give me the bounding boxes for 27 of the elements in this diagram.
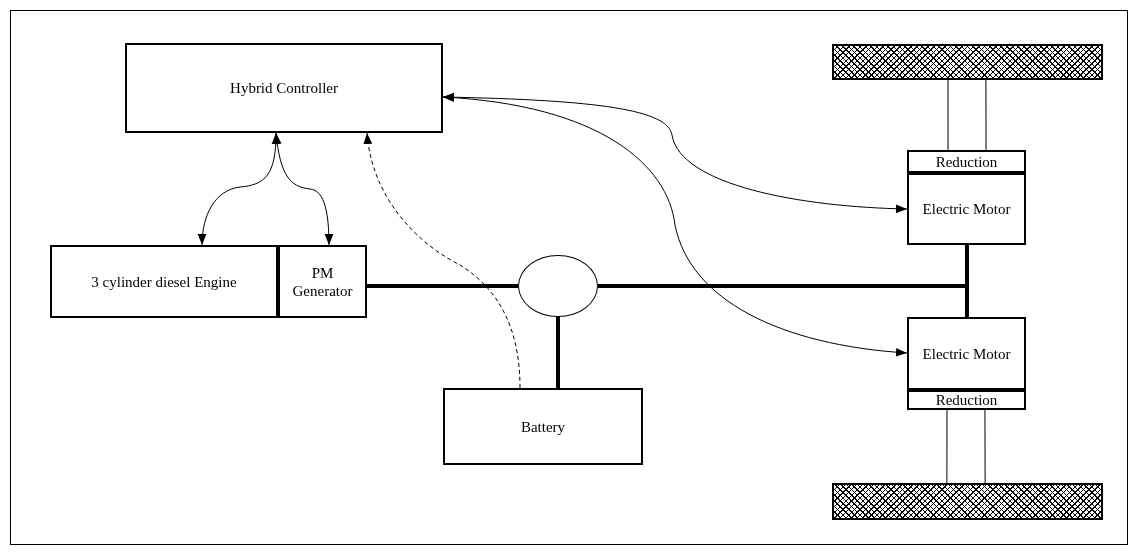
arrow [272, 132, 334, 246]
power-line [556, 317, 560, 388]
box-label: 3 cylinder diesel Engine [91, 272, 237, 291]
box-label: PM Generator [291, 263, 354, 300]
wheel-bar [832, 483, 1103, 520]
box-label: Reduction [935, 152, 998, 171]
box-label: Electric Motor [922, 200, 1011, 218]
power-line [367, 283, 518, 288]
component-box [907, 150, 1026, 173]
shaft-line [984, 409, 986, 484]
component-box [443, 388, 643, 465]
component-box [278, 245, 367, 318]
arrow [442, 93, 908, 357]
box-label: Battery [520, 417, 566, 436]
wheel-bar [832, 44, 1103, 80]
component-box [907, 317, 1026, 390]
component-box [125, 43, 443, 133]
shaft-line [947, 79, 949, 151]
shaft-line [985, 79, 987, 151]
component-box [907, 173, 1026, 245]
component-box [50, 245, 278, 318]
box-label: Reduction [935, 391, 998, 409]
box-label: Electric Motor [922, 344, 1011, 363]
component-box [907, 390, 1026, 410]
dashed-arrow [364, 132, 521, 389]
box-label: Hybrid Controller [230, 79, 338, 97]
shaft-line [946, 409, 948, 484]
